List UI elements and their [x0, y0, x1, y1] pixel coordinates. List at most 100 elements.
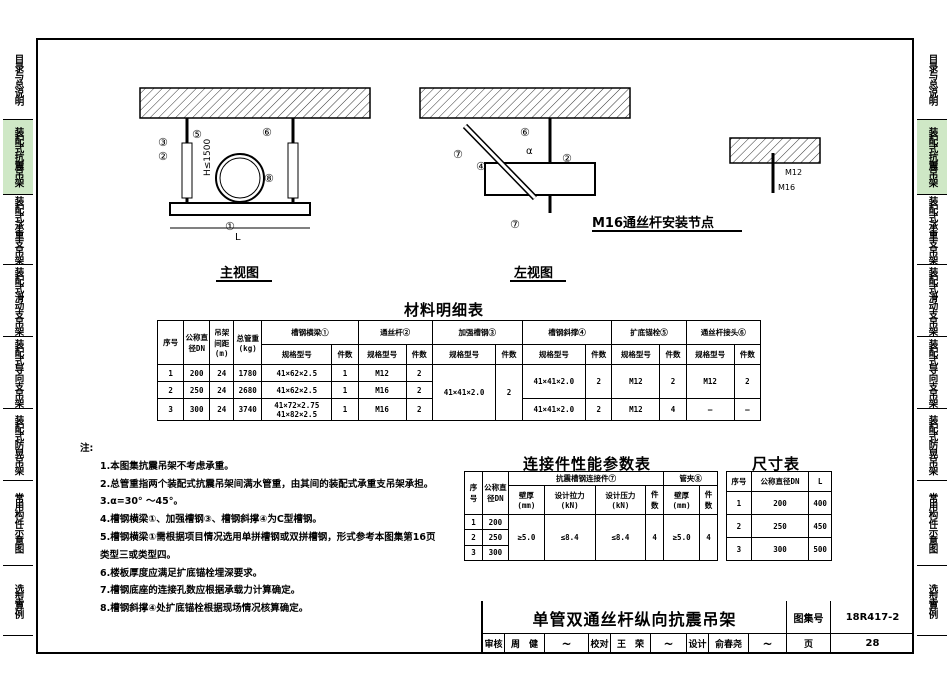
mat-cell: 2	[733, 364, 762, 399]
mat-cell: 2	[405, 398, 433, 421]
mat-cell: 200	[183, 364, 211, 382]
note-item: 类型三或类型四。	[100, 549, 177, 561]
main-pipe	[215, 153, 265, 203]
materials-table: 序号 公称直径DN 吊架间距(m) 总管重(kg) 槽钢横梁① 通丝杆② 加强槽…	[156, 320, 762, 421]
side-tab[interactable]: 装配式导向支吊架	[3, 337, 33, 409]
mat-cell: 3	[156, 398, 185, 421]
designer-signature: ~	[749, 634, 787, 653]
side-tab[interactable]: 目录与总说明	[917, 40, 947, 120]
review-label: 审核	[483, 634, 505, 653]
dims-cell: 300	[750, 537, 810, 561]
conn-cell: 2	[464, 529, 483, 546]
conn-cell: ≥5.0	[663, 513, 701, 562]
note-item: 8.槽钢斜撑④处扩底锚栓根据现场情况核算确定。	[100, 603, 309, 615]
side-tab[interactable]: 装配式滑动支吊架	[3, 265, 33, 337]
mat-sub: 件数	[405, 344, 433, 365]
side-tab-label: 装配式防晃吊架	[926, 414, 938, 475]
main-view-underline	[216, 280, 272, 282]
node-title: M16通丝杆安装节点	[592, 216, 715, 231]
mat-cell: 41×41×2.0	[431, 364, 497, 421]
side-tab[interactable]: 装配式抗震吊架	[3, 120, 33, 195]
conn-head: 抗震槽钢连接件⑦	[507, 470, 665, 487]
notes-block: 注: 1.本图集抗震吊架不考虑承重。 2.总管重指两个装配式抗震吊架间满水管重，…	[80, 440, 435, 618]
mat-cell: 41×41×2.0	[521, 364, 587, 399]
mat-sub: 件数	[495, 344, 523, 365]
mat-cell: M16	[357, 398, 407, 421]
main-brace-right	[287, 142, 299, 199]
left-slab	[419, 87, 631, 119]
materials-title: 材料明细表	[404, 301, 485, 319]
design-label: 设计	[687, 634, 709, 653]
conn-head: 序号	[464, 471, 483, 515]
conn-head: 壁厚(mm)	[663, 485, 701, 515]
conn-cell: 4	[645, 513, 665, 562]
conn-cell: ≤8.4	[594, 513, 647, 562]
node-title-underline	[592, 230, 742, 232]
side-tab[interactable]: 装配式承重支吊架	[917, 195, 947, 265]
side-tab[interactable]: 装配式抗震吊架	[917, 120, 947, 195]
mat-head-spacing: 吊架间距(m)	[209, 320, 235, 365]
mat-cell: 3740	[233, 398, 263, 421]
callout-6: ⑥	[262, 126, 272, 139]
conn-head: 设计拉力(kN)	[543, 485, 596, 515]
mat-cell: 2	[585, 398, 613, 421]
mat-cell: M16	[357, 381, 407, 399]
side-tab[interactable]: 常用构件示意图	[3, 481, 33, 566]
side-tab-label: 装配式滑动支吊架	[12, 266, 24, 335]
mat-cell: 2	[156, 381, 185, 399]
mat-cell: 1	[331, 381, 359, 399]
conn-head: 壁厚(mm)	[507, 485, 545, 515]
left-view-title: 左视图	[514, 266, 554, 281]
callout-4: ④	[476, 160, 486, 173]
side-tab-label: 装配式抗震吊架	[12, 127, 24, 187]
notes-title: 注:	[80, 443, 94, 454]
mat-head-dn: 公称直径DN	[183, 320, 211, 365]
mat-cell-line: 41×82×2.5	[276, 409, 318, 419]
mat-cell: 250	[183, 381, 211, 399]
mat-head-rod: 通丝杆②	[357, 320, 433, 345]
side-tab[interactable]: 装配式滑动支吊架	[917, 265, 947, 337]
side-tab[interactable]: 目录与总说明	[3, 40, 33, 120]
mat-cell: 2	[585, 364, 613, 399]
side-tab-label: 装配式承重支吊架	[12, 195, 24, 264]
mat-sub: 件数	[585, 344, 613, 365]
angle-label: α	[526, 146, 533, 157]
left-nav: 目录与总说明装配式抗震吊架装配式承重支吊架装配式滑动支吊架装配式导向支吊架装配式…	[3, 40, 33, 636]
left-diagonal-brace-inner	[463, 124, 537, 200]
side-tab[interactable]: 装配式防晃吊架	[917, 409, 947, 481]
conn-cell: 1	[464, 513, 483, 531]
dims-head: 公称直径DN	[750, 471, 810, 492]
atlas-label: 图集号	[787, 601, 831, 634]
side-tab[interactable]: 选型算例	[917, 566, 947, 636]
callout-5: ⑤	[192, 128, 202, 141]
side-tab[interactable]: 装配式承重支吊架	[3, 195, 33, 265]
mat-cell: 1	[331, 398, 359, 421]
dims-cell: 250	[750, 514, 810, 538]
mat-sub: 件数	[331, 344, 359, 365]
mat-head-beam: 槽钢横梁①	[261, 320, 359, 345]
dim-h-label: H≤1500	[203, 139, 213, 176]
drawing-area: L H≤1500 ⑤ ③ ② ⑥ ⑧ ① α ⑦ ④ ② ⑥ ⑦ M12 M16	[139, 87, 821, 243]
side-tab[interactable]: 装配式防晃吊架	[3, 409, 33, 481]
side-tab[interactable]: 选型算例	[3, 566, 33, 636]
main-pipe-inner	[219, 157, 261, 199]
mat-sub: 规格型号	[431, 344, 497, 365]
mat-head-brace: 槽钢斜撑④	[521, 320, 613, 345]
conn-cell: 300	[481, 544, 509, 562]
conn-head: 设计压力(kN)	[594, 485, 647, 515]
mat-cell: 1	[156, 364, 185, 382]
checker-signature: ~	[651, 634, 687, 653]
side-tab-label: 目录与总说明	[926, 54, 938, 105]
mat-cell: —	[685, 398, 735, 421]
side-tab-label: 装配式滑动支吊架	[926, 266, 938, 335]
main-brace-left	[181, 142, 193, 199]
note-item: 5.槽钢横梁①需根据项目情况选用单拼槽钢或双拼槽钢，形式参考本图集第16页	[100, 531, 436, 543]
conn-head: 件数	[699, 485, 718, 515]
side-tab[interactable]: 装配式导向支吊架	[917, 337, 947, 409]
side-tab[interactable]: 常用构件示意图	[917, 481, 947, 566]
drawing-frame	[36, 38, 914, 654]
side-tab-label: 选型算例	[12, 583, 24, 618]
conn-table: 序号 公称直径DN 抗震槽钢连接件⑦ 管夹⑧ 壁厚(mm) 设计拉力(kN) 设…	[464, 470, 718, 562]
